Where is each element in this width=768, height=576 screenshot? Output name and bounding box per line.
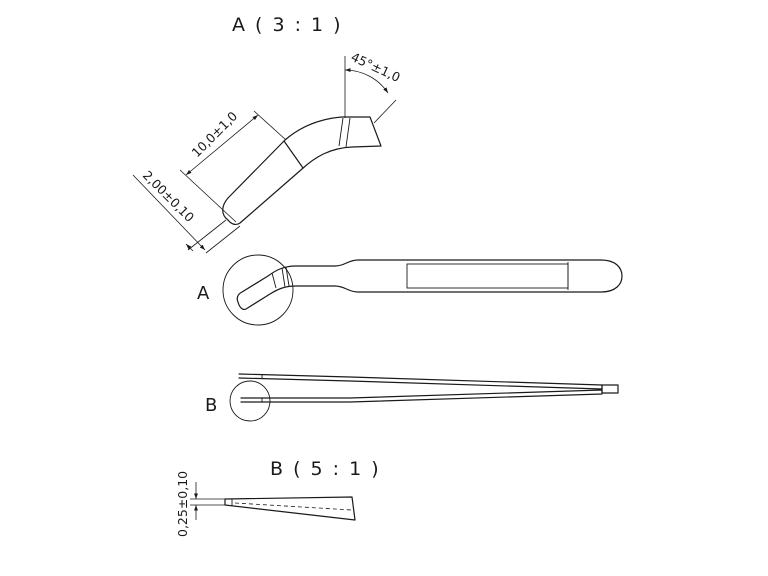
detail-a-width-dimension: 2,00±0,10 (132, 168, 241, 254)
tip-bend-line-2 (281, 267, 286, 288)
tweezers-top-outline (236, 259, 623, 311)
detail-a-dim-width: 2,00±0,10 (140, 168, 197, 225)
grip-panel (406, 263, 569, 289)
tip-bend-line-1 (271, 272, 277, 289)
detail-a-dim-length: 10,0±1,0 (189, 108, 241, 160)
detail-b-circle (229, 380, 271, 422)
extension-line (179, 169, 237, 223)
extension-line (205, 225, 241, 254)
detail-a-title: A ( 3 : 1 ) (232, 14, 343, 36)
detail-a-dim-angle: 45°±1,0 (349, 49, 403, 85)
dimension-line (185, 114, 259, 176)
detail-b-dim-thickness: 0,25±0,10 (175, 471, 190, 537)
extension-line (187, 219, 227, 251)
dimension-line (132, 174, 206, 251)
side-end-block (601, 384, 619, 394)
detail-a-label: A (197, 283, 210, 304)
detail-a-length-dimension: 10,0±1,0 (179, 108, 287, 223)
extension-line (373, 99, 397, 124)
extension-line (253, 110, 287, 141)
detail-b-tip-outline (224, 496, 356, 521)
detail-a-edge-line-1 (338, 117, 344, 147)
detail-a-edge-line-2 (345, 117, 351, 148)
detail-a-circle (222, 254, 294, 326)
angle-arc (344, 68, 389, 94)
detail-b-hidden-line (234, 502, 353, 511)
detail-b-title: B ( 5 : 1 ) (270, 458, 381, 480)
detail-a-angle-dimension: 45°±1,0 (344, 49, 403, 124)
tweezers-side-view (238, 373, 619, 403)
detail-b-tip-view (224, 496, 356, 521)
detail-a-transition-line (283, 140, 304, 169)
side-lower-arm (240, 389, 603, 403)
detail-a-tip-view (222, 116, 382, 226)
detail-b-label: B (205, 395, 217, 416)
detail-b-thickness-dimension: 0,25±0,10 (175, 471, 225, 537)
detail-a-tip-outline (222, 116, 382, 226)
side-upper-arm (238, 373, 603, 390)
tweezers-top-view (236, 259, 623, 311)
dimension-arrow (185, 243, 194, 252)
